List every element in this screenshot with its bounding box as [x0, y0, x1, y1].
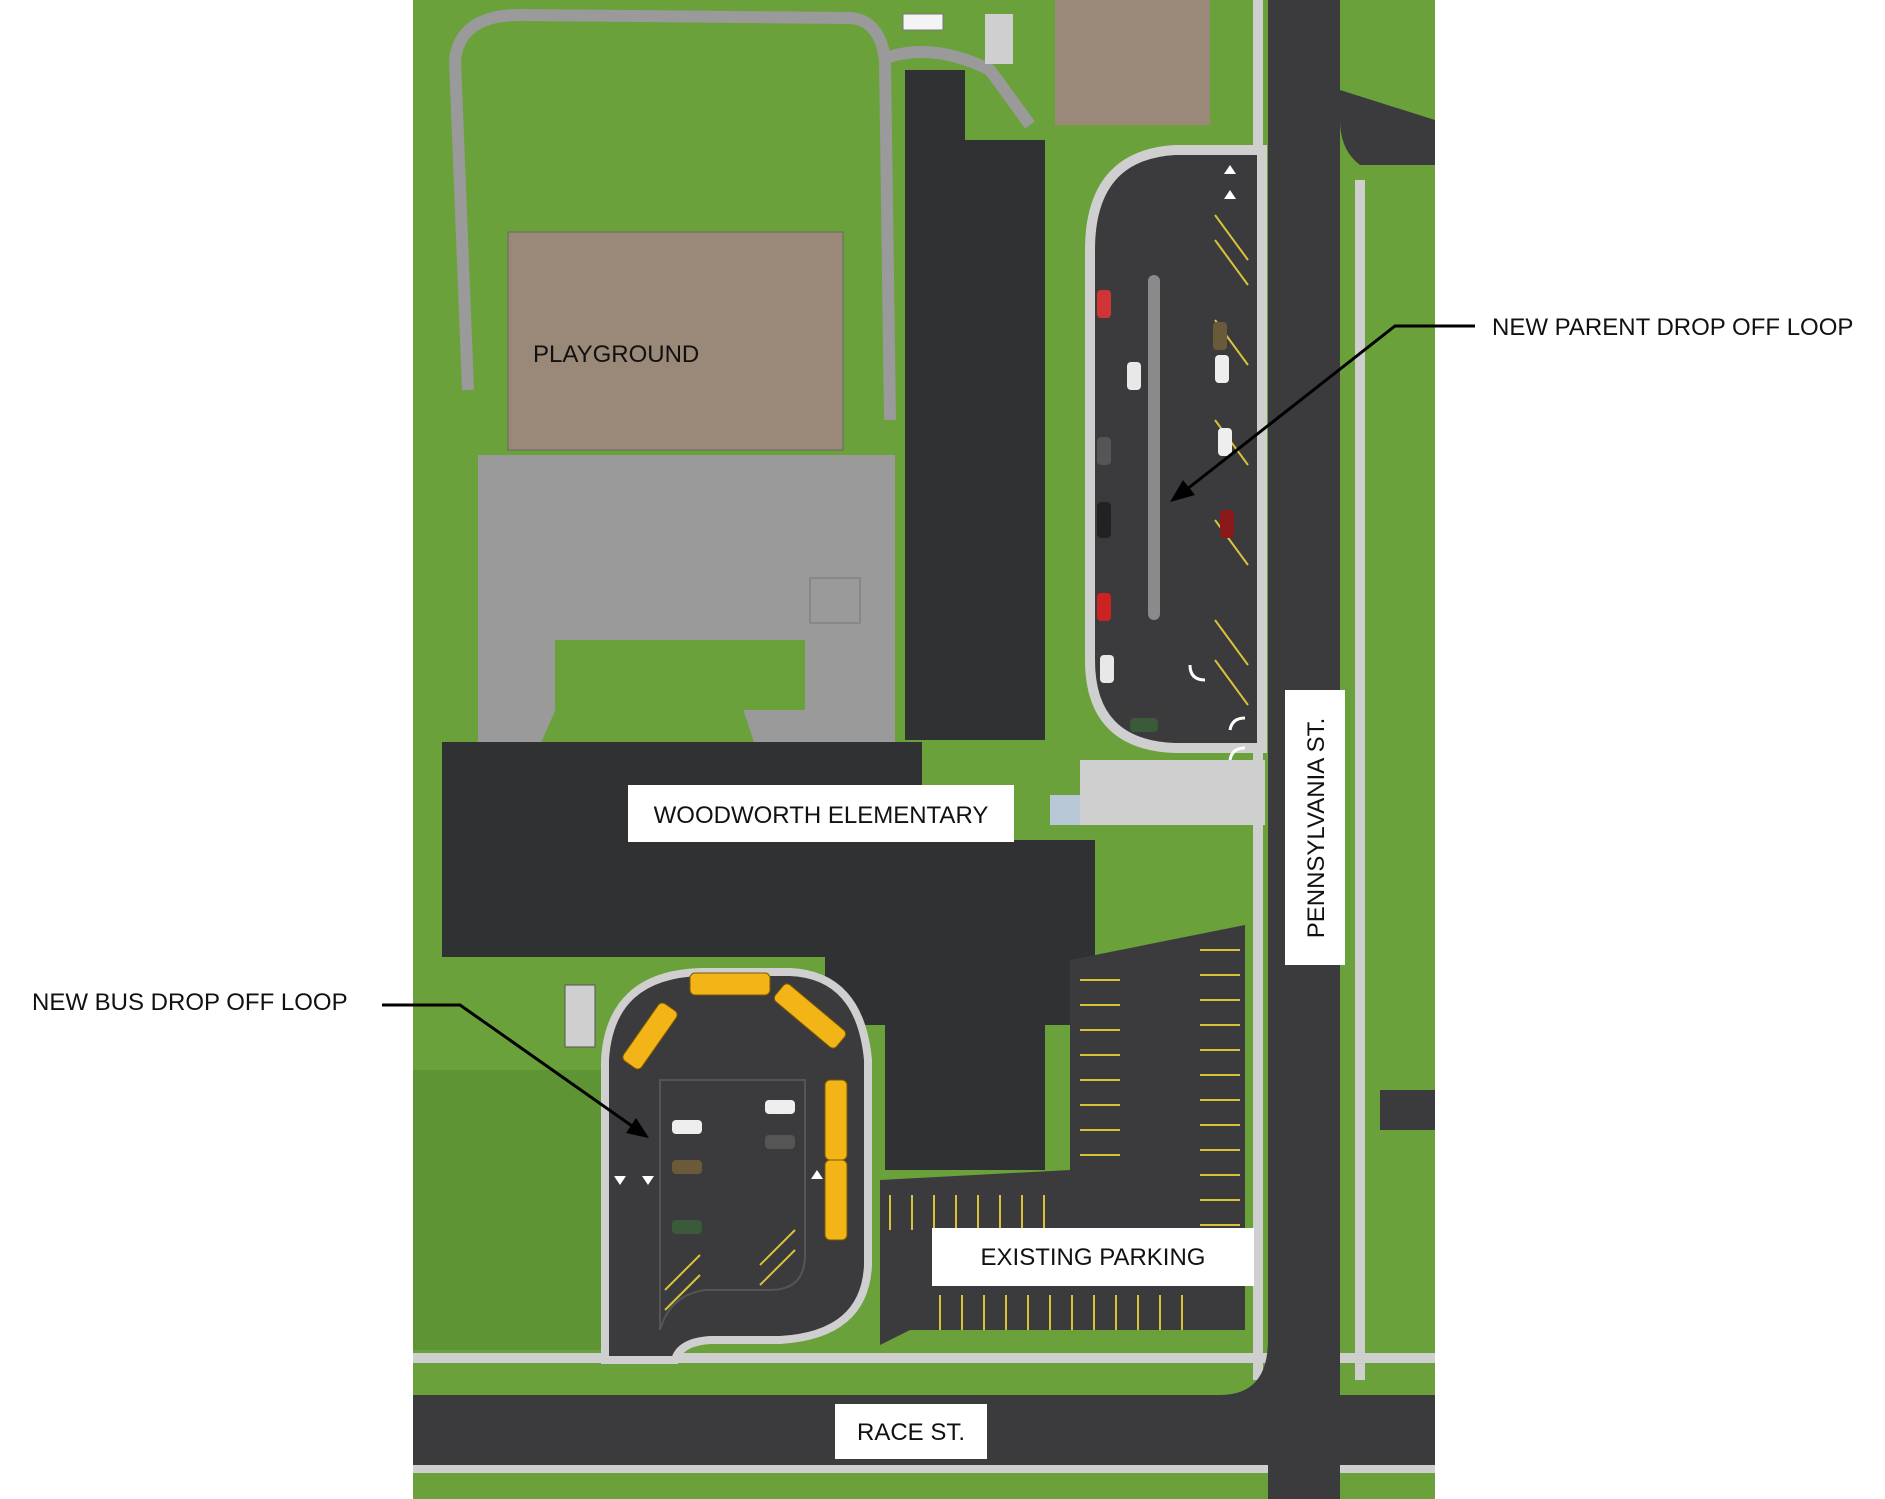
southwest-corner-curve: [1220, 1340, 1268, 1395]
pennsylvania-st-label-box: [1285, 690, 1345, 965]
walking-path-loop: [448, 8, 896, 421]
race-street-sidewalk-north: [413, 1353, 1435, 1363]
woodworth-elementary-building: [442, 70, 1095, 1170]
arrow-down-icon: [614, 1176, 654, 1185]
hardcourt-small-pad: [809, 577, 861, 624]
hardcourt-green-inset: [555, 640, 805, 710]
parent-loop-arrowhead: [1170, 480, 1195, 502]
parent-drop-off-loop-label: NEW PARENT DROP OFF LOOP: [1492, 314, 1853, 341]
arrow-up-icon: [1224, 165, 1236, 199]
northeast-intersection: [1340, 90, 1435, 165]
school-name-label: WOODWORTH ELEMENTARY: [654, 802, 989, 829]
walking-path-east: [877, 46, 1035, 129]
playground-area: [507, 231, 844, 451]
bus-loop-hatching: [664, 1229, 796, 1311]
turn-arrow-icon: [1188, 664, 1246, 761]
north-walk-stub: [985, 14, 1013, 64]
bus-loop-cars: [672, 1100, 795, 1234]
bus-loop-leader: [382, 1003, 643, 1135]
bus-loop-shelter: [564, 984, 596, 1048]
parent-loop-cars: [1097, 290, 1234, 732]
pennsylvania-street-label: PENNSYLVANIA ST.: [1303, 718, 1330, 939]
race-st-label-box: [835, 1404, 987, 1459]
bus-loop-arrowhead: [626, 1118, 649, 1138]
school-buses: [622, 972, 848, 1241]
race-street-sidewalk-south: [413, 1465, 1435, 1473]
playground-label: PLAYGROUND: [533, 341, 699, 368]
parent-loop-pavement: [1085, 145, 1267, 753]
parent-loop-leader: [1176, 324, 1475, 499]
race-street-label: RACE ST.: [857, 1419, 965, 1446]
north-pavilion: [902, 13, 944, 31]
north-dirt-field: [1055, 0, 1210, 125]
bus-drop-off-loop-label: NEW BUS DROP OFF LOOP: [32, 989, 348, 1016]
arrow-up-icon: [811, 1170, 823, 1179]
parent-loop-median: [1148, 275, 1160, 620]
existing-parking-label: EXISTING PARKING: [981, 1244, 1206, 1271]
grass-patch-west: [413, 1070, 603, 1350]
southeast-intersection: [1380, 1090, 1435, 1130]
pennsylvania-street-sidewalk-east: [1355, 180, 1365, 1380]
school-label-box: [628, 785, 1014, 842]
existing-parking-label-box: [932, 1228, 1254, 1286]
entrance-plaza: [1080, 760, 1265, 825]
